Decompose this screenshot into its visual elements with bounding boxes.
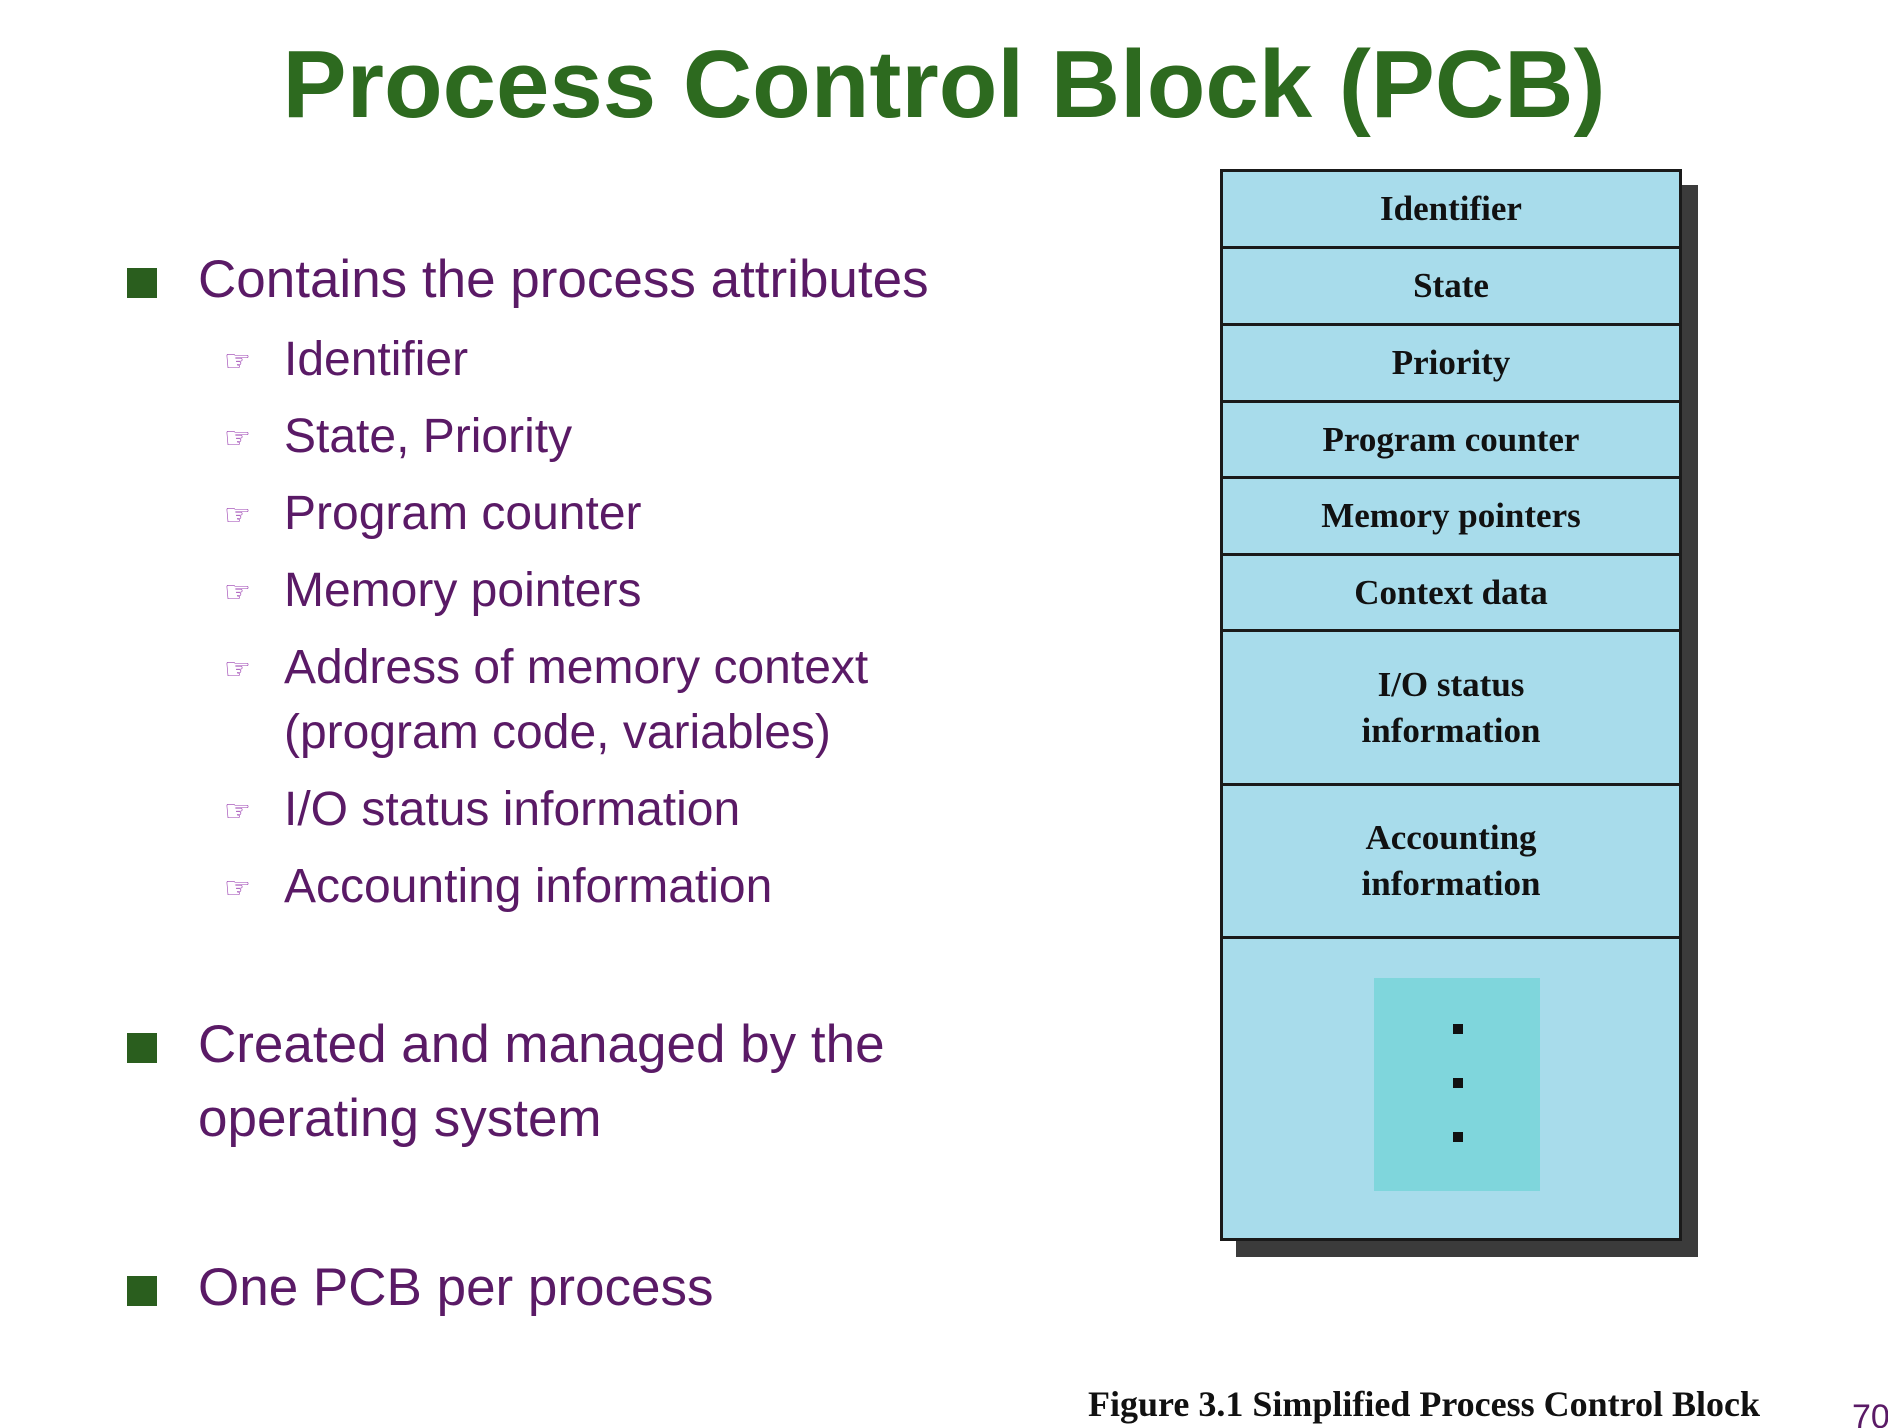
bullet-one-pcb: One PCB per process: [198, 1258, 714, 1317]
page-number: 70: [1852, 1398, 1888, 1428]
pcb-cell-label: I/O status: [1377, 664, 1525, 704]
pcb-cell-identifier: Identifier: [1223, 172, 1679, 249]
bullet-created-managed-line2: operating system: [198, 1089, 602, 1148]
pcb-cell-accounting: Accounting information: [1223, 786, 1679, 939]
pcb-cell-label: Context data: [1354, 572, 1548, 612]
pcb-cell-label-line2: information: [1361, 710, 1541, 750]
subitem-state-priority: State, Priority: [284, 410, 573, 463]
pointing-hand-icon: ☞: [224, 794, 251, 829]
subitem-address-of-memory-context: Address of memory context: [284, 641, 869, 694]
pcb-diagram: Identifier State Priority Program counte…: [1220, 169, 1682, 1241]
bullet-square-icon: [127, 1276, 157, 1306]
ellipsis-dot: [1453, 1024, 1463, 1034]
ellipsis-dot: [1453, 1078, 1463, 1088]
bullet-process-attributes: Contains the process attributes: [198, 250, 929, 309]
pcb-cell-label: Memory pointers: [1321, 496, 1581, 535]
pcb-cell-program-counter: Program counter: [1223, 403, 1679, 479]
subitem-io-status: I/O status information: [284, 783, 741, 836]
pcb-cell-context-data: Context data: [1223, 556, 1679, 632]
pointing-hand-icon: ☞: [224, 344, 251, 379]
pcb-cell-label: Priority: [1391, 343, 1511, 382]
ellipsis-dot: [1453, 1132, 1463, 1142]
pcb-ellipsis-area: [1374, 978, 1540, 1191]
bullet-square-icon: [127, 268, 157, 298]
pcb-cell-label: State: [1413, 266, 1489, 305]
pointing-hand-icon: ☞: [224, 421, 251, 456]
pcb-cell-label: Program counter: [1322, 419, 1580, 459]
slide-title: Process Control Block (PCB): [282, 31, 1606, 138]
pcb-cell-label: Accounting: [1365, 818, 1537, 857]
subitem-program-counter: Program counter: [284, 487, 642, 540]
pcb-cell-io-status: I/O status information: [1223, 632, 1679, 786]
subitem-address-of-memory-context-line2: (program code, variables): [284, 706, 831, 759]
subitem-memory-pointers: Memory pointers: [284, 564, 642, 617]
pointing-hand-icon: ☞: [224, 871, 251, 906]
pcb-cell-label-line2: information: [1361, 864, 1541, 903]
pointing-hand-icon: ☞: [224, 498, 251, 533]
pcb-cell-priority: Priority: [1223, 326, 1679, 403]
pointing-hand-icon: ☞: [224, 652, 251, 687]
bullet-created-managed: Created and managed by the: [198, 1015, 885, 1074]
pcb-cell-memory-pointers: Memory pointers: [1223, 479, 1679, 556]
figure-caption: Figure 3.1 Simplified Process Control Bl…: [1088, 1384, 1760, 1424]
pcb-cell-state: State: [1223, 249, 1679, 326]
subitem-accounting: Accounting information: [284, 860, 773, 913]
bullet-square-icon: [127, 1033, 157, 1063]
pcb-cell-label: Identifier: [1380, 189, 1522, 228]
subitem-identifier: Identifier: [284, 333, 469, 386]
pointing-hand-icon: ☞: [224, 575, 251, 610]
